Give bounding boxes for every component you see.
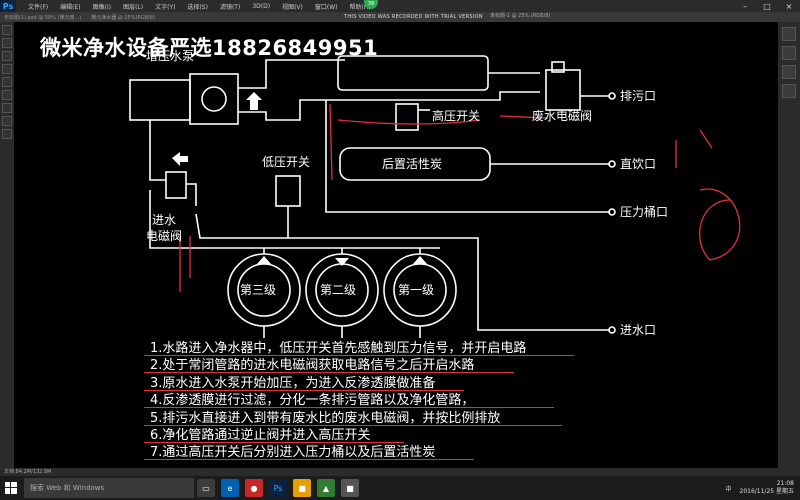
booster-pump-head	[189, 73, 239, 125]
low-pressure-switch-label: 低压开关	[262, 155, 310, 169]
red-annotations	[179, 103, 741, 292]
eraser-tool-icon[interactable]	[2, 90, 12, 100]
document-tab-active[interactable]: 未标题-1 @ 25% (RGB/8)	[490, 13, 551, 19]
minimize-icon[interactable]: –	[743, 1, 747, 11]
contact-banner: 微米净水设备严选18826849951	[40, 36, 379, 60]
step-item: 5.排污水直接进入到带有废水比的废水电磁阀，并按比例排放	[144, 410, 610, 427]
filter-stage-2-label: 第二级	[320, 283, 356, 297]
panels-dock	[778, 22, 800, 468]
tools-panel	[0, 22, 14, 468]
close-icon[interactable]: ×	[785, 1, 793, 11]
ime-indicator[interactable]: 中	[725, 485, 732, 493]
move-tool-icon[interactable]	[2, 25, 12, 35]
menu-image[interactable]: 图像(I)	[92, 3, 112, 11]
history-panel-icon[interactable]	[782, 27, 796, 41]
clock-time: 21:08	[776, 480, 794, 487]
status-bar: 文档:84.2M/132.8M	[0, 468, 800, 476]
document-tabbar: 无标题(1).psd @ 50% (微元用...) 微元净水器 @ 25%(RG…	[0, 12, 800, 22]
pump-label: 增压水泵	[146, 49, 194, 63]
maximize-icon[interactable]: □	[763, 1, 771, 11]
app-icon[interactable]: ■	[341, 479, 359, 497]
taskbar-search-input[interactable]: 搜索 Web 和 Windows	[24, 478, 194, 498]
menu-view[interactable]: 视图(V)	[282, 3, 303, 11]
steps-list: 1.水路进入净水器中，低压开关首先感触到压力信号，并开启电路 2.处于常闭管路的…	[144, 340, 610, 462]
marquee-tool-icon[interactable]	[2, 38, 12, 48]
document-tab[interactable]: 微元净水器 @ 25%(RGB/8)	[91, 14, 156, 21]
photoshop-taskbar-icon[interactable]: Ps	[269, 479, 287, 497]
recorder-badge: 39	[364, 0, 378, 9]
menu-filter[interactable]: 滤镜(T)	[219, 3, 241, 11]
title-bar: Ps 文件(F) 编辑(E) 图像(I) 图层(L) 文字(Y) 选择(S) 滤…	[0, 0, 800, 12]
inlet-valve-label-line2: 电磁阀	[146, 228, 182, 243]
taskbar: 搜索 Web 和 Windows ▭ e ● Ps ■ ▲ ■ 中 21:08 …	[0, 476, 800, 500]
menu-select[interactable]: 选择(S)	[187, 3, 208, 11]
filter-stage-3-label: 第三级	[240, 283, 276, 297]
direct-drink-label: 直饮口	[620, 157, 656, 171]
waste-outlet-label: 排污口	[620, 89, 656, 103]
document-tab[interactable]: 无标题(1).psd @ 50% (微元用...)	[4, 14, 82, 21]
low-pressure-switch	[275, 175, 301, 207]
clock-date: 2016/11/25 星期五	[739, 488, 795, 495]
menu-type[interactable]: 文字(Y)	[155, 3, 176, 11]
task-view-icon[interactable]: ▭	[197, 479, 215, 497]
app-icon[interactable]: ▲	[317, 479, 335, 497]
waste-valve-label: 废水电磁阀	[532, 108, 592, 123]
post-carbon-label: 后置活性炭	[382, 157, 442, 171]
properties-panel-icon[interactable]	[782, 84, 796, 98]
step-item: 3.原水进入水泵开始加压，为进入反渗透膜做准备	[144, 375, 610, 392]
tank-outlet-label: 压力桶口	[620, 204, 668, 219]
windows-start-icon[interactable]	[0, 476, 22, 500]
color-panel-icon[interactable]	[782, 46, 796, 60]
photoshop-logo: Ps	[0, 0, 16, 12]
inlet-valve-label-line1: 进水	[152, 213, 176, 227]
step-item: 7.通过高压开关后分别进入压力桶以及后置活性炭	[144, 444, 610, 461]
inlet-solenoid-valve	[165, 171, 187, 199]
edge-browser-icon[interactable]: e	[221, 479, 239, 497]
document-canvas[interactable]: 增压水泵 排污口 直饮口 压力桶口 进水口 高压开关 废水电磁阀 后置活性炭 低…	[14, 22, 778, 468]
hand-tool-icon[interactable]	[2, 116, 12, 126]
system-tray: 中 21:08 2016/11/25 星期五	[725, 480, 800, 496]
waste-solenoid-valve	[545, 69, 581, 111]
menu-file[interactable]: 文件(F)	[28, 3, 49, 11]
high-pressure-switch	[395, 103, 419, 131]
menu-edit[interactable]: 编辑(E)	[60, 3, 81, 11]
menu-window[interactable]: 窗口(W)	[314, 3, 338, 11]
step-item: 4.反渗透膜进行过滤，分化一条排污管路以及净化管路，	[144, 392, 610, 409]
filter-stage-1-label: 第一级	[398, 283, 434, 297]
file-explorer-icon[interactable]: ■	[293, 479, 311, 497]
lasso-tool-icon[interactable]	[2, 51, 12, 61]
step-item: 2.处于常闭管路的进水电磁阀获取电路信号之后开启水路	[144, 357, 610, 374]
zoom-tool-icon[interactable]	[2, 129, 12, 139]
recorder-watermark: THIS VIDEO WAS RECORDED WITH TRIAL VERSI…	[344, 14, 483, 20]
flow-arrows	[172, 92, 427, 266]
text-tool-icon[interactable]	[2, 103, 12, 113]
clock[interactable]: 21:08 2016/11/25 星期五	[740, 480, 795, 496]
menu-3d[interactable]: 3D(D)	[252, 2, 271, 10]
step-item: 1.水路进入净水器中，低压开关首先感触到压力信号，并开启电路	[144, 340, 610, 357]
menu-layer[interactable]: 图层(L)	[123, 3, 144, 11]
water-inlet-label: 进水口	[620, 323, 656, 337]
booster-pump	[129, 79, 191, 121]
media-player-icon[interactable]: ●	[245, 479, 263, 497]
step-item: 6.净化管路通过逆止阀并进入高压开关	[144, 427, 610, 444]
layers-panel-icon[interactable]	[782, 65, 796, 79]
high-pressure-switch-label: 高压开关	[432, 108, 480, 123]
brush-tool-icon[interactable]	[2, 77, 12, 87]
menu-help[interactable]: 帮助(H)	[349, 3, 371, 11]
crop-tool-icon[interactable]	[2, 64, 12, 74]
water-purifier-diagram: 增压水泵 排污口 直饮口 压力桶口 进水口 高压开关 废水电磁阀 后置活性炭 低…	[129, 49, 741, 338]
